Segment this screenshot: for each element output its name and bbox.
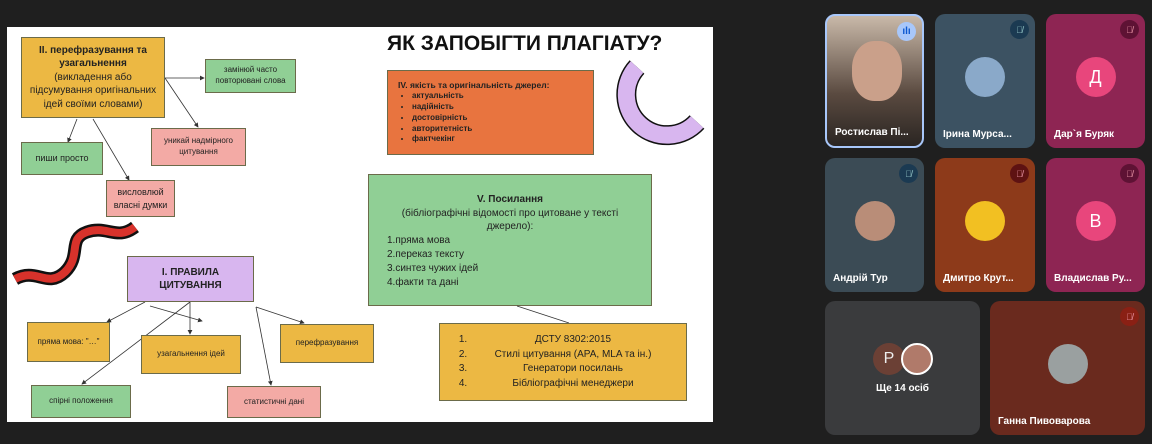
- avatar: [965, 57, 1005, 97]
- box-own-thoughts: висловлюй власні думки: [106, 180, 175, 217]
- participant-tile[interactable]: ılı Ростислав Пі...: [825, 14, 924, 148]
- list-item: достовірність: [412, 113, 472, 124]
- box-references: V. Посилання (бібліографічні відомості п…: [368, 174, 652, 306]
- box-citation-tools: 1. ДСТУ 8302:2015 2. Стилі цитування (APA,…: [439, 323, 687, 401]
- list-item: актуальність: [412, 91, 472, 102]
- participant-name: Андрій Тур: [833, 273, 888, 284]
- avatar: [1047, 344, 1088, 384]
- presentation-slide: ЯК ЗАПОБІГТИ ПЛАГІАТУ? II. перефразуванн…: [7, 27, 713, 422]
- mic-off-icon: 🎙̸: [1120, 20, 1139, 39]
- mic-off-icon: 🎙̸: [899, 164, 918, 183]
- list-item: Бібліографічні менеджери: [512, 377, 634, 389]
- participant-tile[interactable]: 🎙̸ Ганна Пивоварова: [990, 301, 1145, 435]
- box-write-simple: пиши просто: [21, 142, 103, 175]
- participant-tile[interactable]: 🎙̸ Ірина Мурса...: [935, 14, 1035, 148]
- list-item: Стилі цитування (APA, MLA та ін.): [494, 348, 652, 360]
- mic-off-icon: 🎙̸: [1010, 164, 1029, 183]
- participant-tile[interactable]: 🎙̸ Андрій Тур: [825, 158, 924, 292]
- list-number: 3.: [458, 363, 468, 374]
- box-title: II. перефразування та узагальнення: [39, 44, 147, 70]
- list-item: 1.пряма мова: [387, 234, 451, 246]
- box-source-quality: IV. якість та оригінальність джерел: акт…: [387, 70, 594, 155]
- avatar: [901, 343, 933, 375]
- more-participants-label: Ще 14 осіб: [876, 383, 929, 394]
- box-replace-words: замінюй часто повторювані слова: [205, 59, 296, 93]
- speaking-indicator-icon: ılı: [897, 22, 916, 41]
- participant-tile[interactable]: В 🎙̸ Владислав Ру...: [1046, 158, 1145, 292]
- list-item: фактчекінг: [412, 134, 472, 145]
- slide-title: ЯК ЗАПОБІГТИ ПЛАГІАТУ?: [387, 32, 663, 55]
- mic-off-icon: 🎙̸: [1120, 164, 1139, 183]
- avatar: В: [1075, 201, 1116, 241]
- box-paraphrase: перефразування: [280, 324, 374, 363]
- list-item: ДСТУ 8302:2015: [534, 334, 612, 345]
- participant-tile[interactable]: 🎙̸ Дмитро Крут...: [935, 158, 1035, 292]
- connector-lines: [11, 60, 705, 386]
- box-title: IV. якість та оригінальність джерел:: [398, 79, 550, 90]
- participant-name: Дмитро Крут...: [943, 273, 1014, 284]
- box-generalization: узагальнення ідей: [141, 335, 241, 374]
- box-disputed: спірні положення: [31, 385, 131, 418]
- participant-name: Ростислав Пі...: [835, 127, 909, 138]
- avatar: [854, 201, 895, 241]
- box-direct-speech: пряма мова: "…": [27, 322, 110, 362]
- box-paraphrasing: II. перефразування та узагальнення(викла…: [21, 37, 165, 118]
- list-item: 3.синтез чужих ідей: [387, 262, 479, 274]
- participant-name: Ганна Пивоварова: [998, 416, 1091, 427]
- list-number: 4.: [458, 377, 468, 389]
- list-number: 2.: [458, 348, 468, 360]
- avatar: [965, 201, 1005, 241]
- list-item: 2.переказ тексту: [387, 248, 465, 260]
- participant-name: Ірина Мурса...: [943, 129, 1012, 140]
- box-citation-rules: I. ПРАВИЛА ЦИТУВАННЯ: [127, 256, 254, 302]
- list-item: 4.факти та дані: [387, 276, 459, 288]
- participant-tile[interactable]: Д 🎙̸ Дар`я Буряк: [1046, 14, 1145, 148]
- participant-name: Дар`я Буряк: [1054, 129, 1115, 140]
- mic-off-icon: 🎙̸: [1120, 307, 1139, 326]
- list-item: авторитетність: [412, 124, 472, 135]
- participant-name: Владислав Ру...: [1054, 273, 1132, 284]
- box-subtitle: (бібліографічні відомості про цитоване у…: [401, 207, 619, 233]
- list-item: Генератори посилань: [523, 363, 623, 374]
- box-subtitle: (викладення або підсумування оригінальни…: [29, 71, 157, 110]
- box-statistics: статистичні дані: [227, 386, 321, 418]
- avatar: Р: [873, 343, 905, 375]
- avatar: Д: [1075, 57, 1116, 97]
- more-participants-tile[interactable]: Р Ще 14 осіб: [825, 301, 980, 435]
- video-feed: [852, 41, 902, 101]
- box-avoid-quoting: уникай надмірного цитування: [151, 128, 246, 166]
- list-number: 1.: [458, 334, 468, 345]
- mic-off-icon: 🎙̸: [1010, 20, 1029, 39]
- box-title: V. Посилання: [476, 194, 543, 205]
- list-item: надійність: [412, 102, 472, 113]
